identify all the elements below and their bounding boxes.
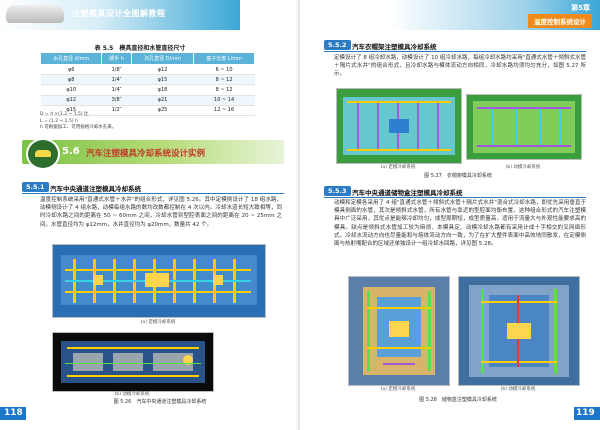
figure-caption: 图 5.28 储物盒注塑模具冷却系统: [419, 397, 497, 403]
table-header: 水孔直径 d/mm: [39, 52, 103, 65]
table-cell: φ10: [40, 84, 102, 96]
table-row: φ6 1/8″ φ12 6 ~ 10: [40, 64, 255, 76]
table-cell: 1/2″: [101, 105, 132, 116]
book-title: 注塑模具设计全图解教程: [72, 9, 166, 18]
table-cell: φ18: [131, 84, 194, 96]
table-cell: φ25: [131, 105, 194, 116]
right-page: 第5章 温度控制系统设计 5.5.2 汽车衣帽架注塑模具冷却系统 定模设计了 8…: [300, 0, 600, 430]
table-cell: φ21: [131, 95, 194, 106]
table-cell: 1/4″: [101, 84, 132, 96]
table-cell: 1/8″: [101, 64, 132, 76]
mold-figure-fixed: [52, 244, 266, 318]
subsection-title: 汽车衣帽架注塑模具冷却系统: [352, 43, 437, 51]
figure-subcaption: (b) 动模冷却系统: [505, 165, 541, 170]
table-note: h 可根据加工、可用规格冷却水孔来。: [40, 125, 117, 130]
page-number: 118: [4, 408, 23, 418]
table-note: D = d ×(1.2 ~ 1.5) 比: [40, 112, 89, 117]
body-paragraph: 动模和定模各采用了 4 组"直通式水管＋倾斜式水管＋隔片式水井"混合式冷却水路，…: [334, 200, 586, 248]
left-page-header: 注塑模具设计全图解教程: [0, 0, 240, 30]
page-number: 119: [576, 408, 595, 418]
mold-figure-fixed: [336, 88, 462, 164]
left-page: 注塑模具设计全图解教程 表 5.5 模具直径和水管直径尺寸 水孔直径 d/mm …: [0, 0, 284, 420]
table-cell: 10 ~ 14: [193, 95, 255, 106]
table-header: 塞子长度 L/mm: [193, 52, 255, 65]
table-row: φ12 3/8″ φ21 10 ~ 14: [40, 95, 255, 106]
figure-subcaption: (a) 定模冷却系统: [380, 387, 416, 392]
figure-subcaption: (b) 动模冷却系统: [114, 392, 150, 397]
car-logo-icon: [6, 5, 64, 23]
table-cell: φ12: [40, 95, 102, 106]
table-notes: D = d ×(1.2 ~ 1.5) 比 L = (1.2 ~ 1.5) h h…: [40, 112, 116, 132]
subsection-number: 5.5.2: [324, 40, 351, 50]
table-cell: φ6: [40, 64, 102, 76]
figure-caption: 图 5.26 汽车中央通道注塑模具冷却系统: [113, 399, 207, 405]
table-header: 顺手 h: [101, 52, 132, 65]
figure-subcaption: (a) 定模冷却系统: [380, 165, 416, 170]
table-caption: 表 5.5 模具直径和水管直径尺寸: [94, 45, 186, 52]
section-number: 5.6: [62, 146, 80, 157]
mold-figure-moving: [52, 332, 214, 392]
mold-figure-moving: [466, 94, 582, 160]
section-title: 汽车注塑模具冷却系统设计实例: [86, 149, 206, 159]
table-cell: 6 ~ 10: [193, 64, 255, 76]
table-cell: 8 ~ 12: [193, 74, 255, 86]
subsection-title: 汽车中央通道注塑模具冷却系统: [50, 185, 141, 193]
table-header: 沉孔直径 D/mm: [130, 52, 195, 65]
body-paragraph: 定模设计了 8 组冷却水路，动模设计了 10 组冷却水路，每组冷却水路均采用"直…: [334, 55, 586, 78]
chapter-title: 温度控制系统设计: [528, 14, 592, 28]
table-note: L = (1.2 ~ 1.5) h: [40, 118, 78, 124]
subsection-number: 5.5.3: [324, 186, 351, 196]
section-heading: 5.6 汽车注塑模具冷却系统设计实例: [22, 138, 284, 170]
mold-figure-fixed: [348, 276, 450, 386]
table-row: φ10 1/4″ φ18 8 ~ 12: [40, 84, 255, 96]
table-cell: 1/4″: [101, 74, 132, 86]
table-cell: φ15: [131, 74, 194, 86]
table-cell: φ15: [40, 105, 102, 116]
chapter-number: 第5章: [571, 4, 590, 12]
mold-figure-moving: [458, 276, 580, 386]
subsection-title: 汽车中央通道储物盒注塑模具冷却系统: [352, 189, 463, 197]
table-cell: φ8: [40, 74, 102, 86]
subsection-heading: 5.5.1 汽车中央通道注塑模具冷却系统: [22, 182, 284, 194]
car-badge-icon: [26, 138, 60, 170]
subsection-heading: 5.5.3 汽车中央通道储物盒注塑模具冷却系统: [324, 186, 586, 198]
figure-subcaption: (b) 动模冷却系统: [500, 387, 536, 392]
table-cell: 12 ~ 16: [193, 105, 255, 116]
figure-subcaption: (a) 定模冷却系统: [140, 320, 176, 325]
table-cell: φ12: [131, 64, 194, 76]
subsection-heading: 5.5.2 汽车衣帽架注塑模具冷却系统: [324, 40, 586, 52]
spec-table: 水孔直径 d/mm 顺手 h 沉孔直径 D/mm 塞子长度 L/mm φ6 1/…: [39, 52, 255, 116]
table-row: φ15 1/2″ φ25 12 ~ 16: [40, 105, 255, 116]
figure-caption: 图 5.27 衣帽架模具冷却系统: [424, 173, 492, 179]
table-row: φ8 1/4″ φ15 8 ~ 12: [40, 74, 255, 86]
body-paragraph: 温度控制系统采用"直通式水管＋水井"的组合形式，详见图 5.26。其中定模侧设计…: [40, 197, 282, 228]
right-page-header: 第5章 温度控制系统设计: [300, 0, 600, 30]
subsection-number: 5.5.1: [22, 182, 49, 192]
table-cell: 3/8″: [101, 95, 132, 106]
table-cell: 8 ~ 12: [193, 84, 255, 96]
